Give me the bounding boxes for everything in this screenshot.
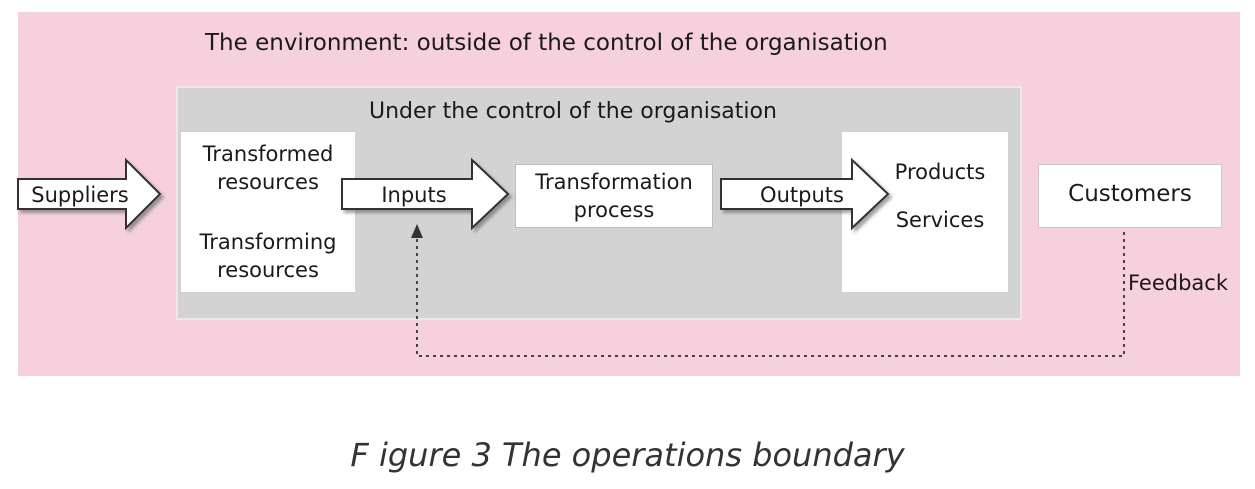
suppliers-label: Suppliers: [31, 183, 128, 207]
transformation-process-line2: process: [573, 198, 655, 222]
organisation-title: Under the control of the organisation: [369, 99, 777, 124]
resources-box: [181, 132, 355, 292]
transforming-resources-line1: Transforming: [199, 230, 337, 254]
outputs-label: Outputs: [760, 183, 844, 207]
transforming-resources-line2: resources: [217, 258, 319, 282]
figure-caption: F igure 3 The operations boundary: [350, 436, 905, 474]
services-label: Services: [895, 208, 985, 232]
feedback-arrowhead: [411, 224, 423, 238]
suppliers-arrow: Suppliers: [17, 157, 162, 231]
transformed-resources-line2: resources: [217, 170, 319, 194]
transformation-process-box: [515, 164, 713, 228]
outputs-arrow: Outputs: [720, 157, 890, 231]
inputs-label: Inputs: [381, 183, 446, 207]
transformed-resources-line1: Transformed: [202, 142, 334, 166]
transformation-process-line1: Transformation: [535, 170, 693, 194]
customers-box: [1038, 164, 1222, 228]
customers-label: Customers: [1068, 181, 1192, 207]
feedback-loop: [411, 224, 1125, 357]
inputs-arrow: Inputs: [341, 157, 510, 231]
feedback-label: Feedback: [1128, 271, 1229, 295]
products-label: Products: [894, 160, 986, 184]
environment-title: The environment: outside of the control …: [205, 30, 888, 56]
